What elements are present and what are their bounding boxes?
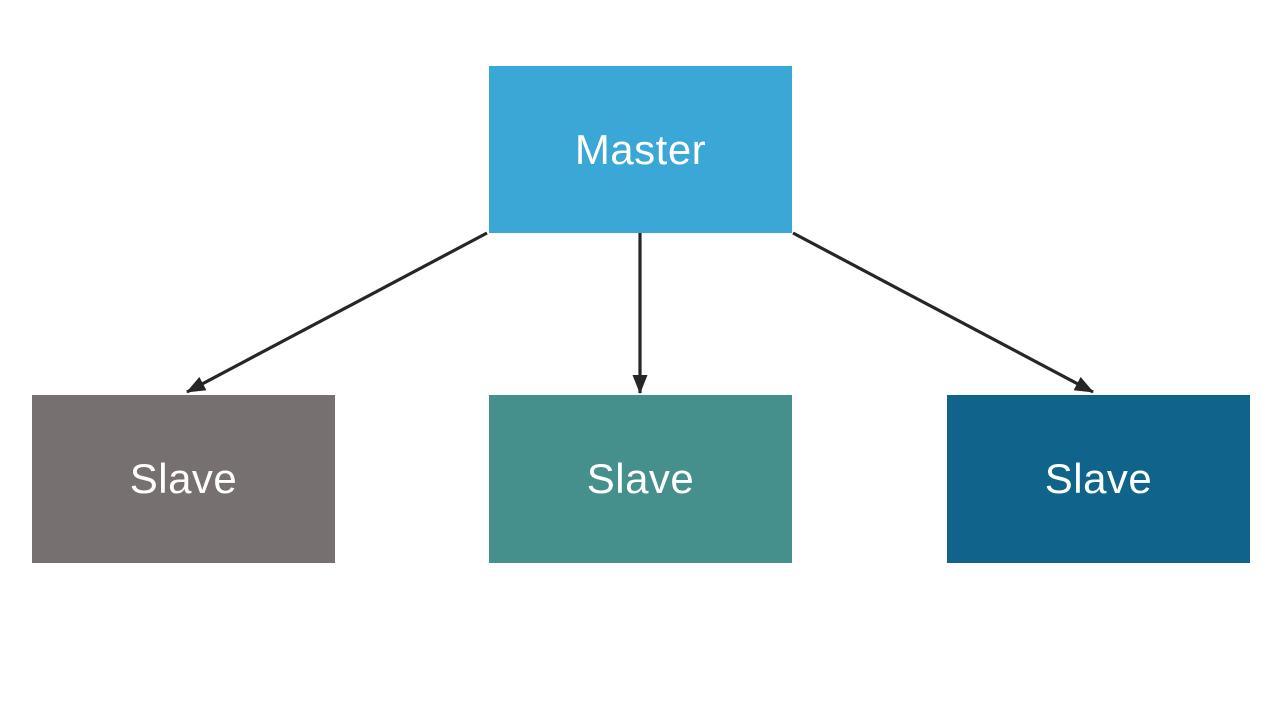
node-slave-middle-label: Slave [586,455,695,502]
node-slave-middle: Slave [489,395,792,563]
node-slave-right-label: Slave [1044,455,1153,502]
node-slave-left-label: Slave [129,455,238,502]
edge-master-to-slave-left [186,231,488,394]
node-master-label: Master [574,125,707,173]
node-slave-left: Slave [32,395,335,563]
node-slave-right: Slave [947,395,1250,563]
edge-master-to-slave-right [792,231,1094,394]
node-master: Master [489,66,792,233]
